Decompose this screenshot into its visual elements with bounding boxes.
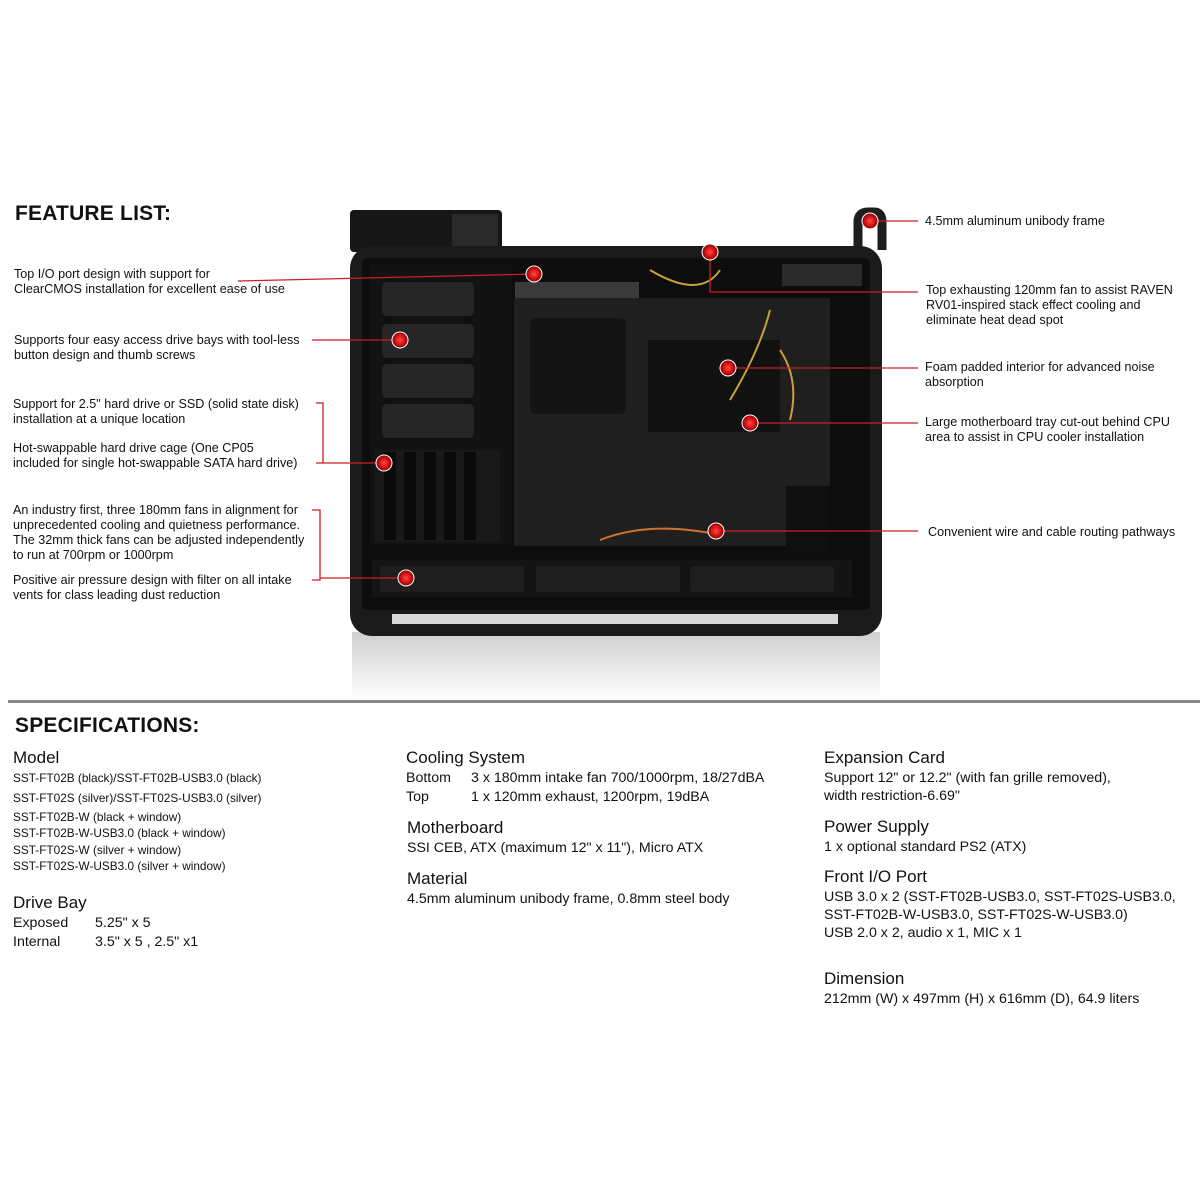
case-illustration (237, 207, 918, 698)
callout-fans: An industry first, three 180mm fans in a… (13, 503, 305, 562)
spec-cooling-heading: Cooling System (406, 748, 526, 767)
spec-expansion-heading: Expansion Card (824, 748, 945, 767)
callout-ssd-support: Support for 2.5" hard drive or SSD (soli… (13, 397, 299, 426)
callout-tray-cutout: Large motherboard tray cut-out behind CP… (925, 415, 1171, 444)
spec-power-value: 1 x optional standard PS2 (ATX) (824, 839, 1027, 855)
spec-drive-bay-heading: Drive Bay (13, 893, 87, 912)
spec-expansion-value: Support 12" or 12.2" (with fan grille re… (824, 770, 1111, 804)
callout-air-pressure: Positive air pressure design with filter… (13, 573, 292, 602)
spec-front-io-value: USB 3.0 x 2 (SST-FT02B-USB3.0, SST-FT02S… (824, 889, 1176, 941)
spec-material-value: 4.5mm aluminum unibody frame, 0.8mm stee… (407, 891, 730, 907)
spec-motherboard-value: SSI CEB, ATX (maximum 12" x 11"), Micro … (407, 840, 704, 856)
callout-top-fan: Top exhausting 120mm fan to assist RAVEN… (926, 283, 1173, 327)
spec-front-io-heading: Front I/O Port (824, 867, 927, 886)
spec-dimension-value: 212mm (W) x 497mm (H) x 616mm (D), 64.9 … (824, 991, 1140, 1007)
callout-drive-bays: Supports four easy access drive bays wit… (14, 333, 300, 362)
callout-frame: 4.5mm aluminum unibody frame (925, 214, 1105, 228)
spec-dimension-heading: Dimension (824, 969, 905, 988)
section-divider (8, 700, 1200, 703)
spec-model-heading: Model (13, 748, 60, 767)
spec-motherboard-heading: Motherboard (407, 818, 504, 837)
spec-model-list: SST-FT02B (black)/SST-FT02B-USB3.0 (blac… (13, 771, 262, 873)
spec-power-heading: Power Supply (824, 817, 929, 836)
callout-cable-routing: Convenient wire and cable routing pathwa… (928, 525, 1176, 539)
feature-list-title: FEATURE LIST: (15, 202, 172, 225)
specifications-title: SPECIFICATIONS: (15, 714, 200, 737)
spec-material-heading: Material (407, 869, 468, 888)
